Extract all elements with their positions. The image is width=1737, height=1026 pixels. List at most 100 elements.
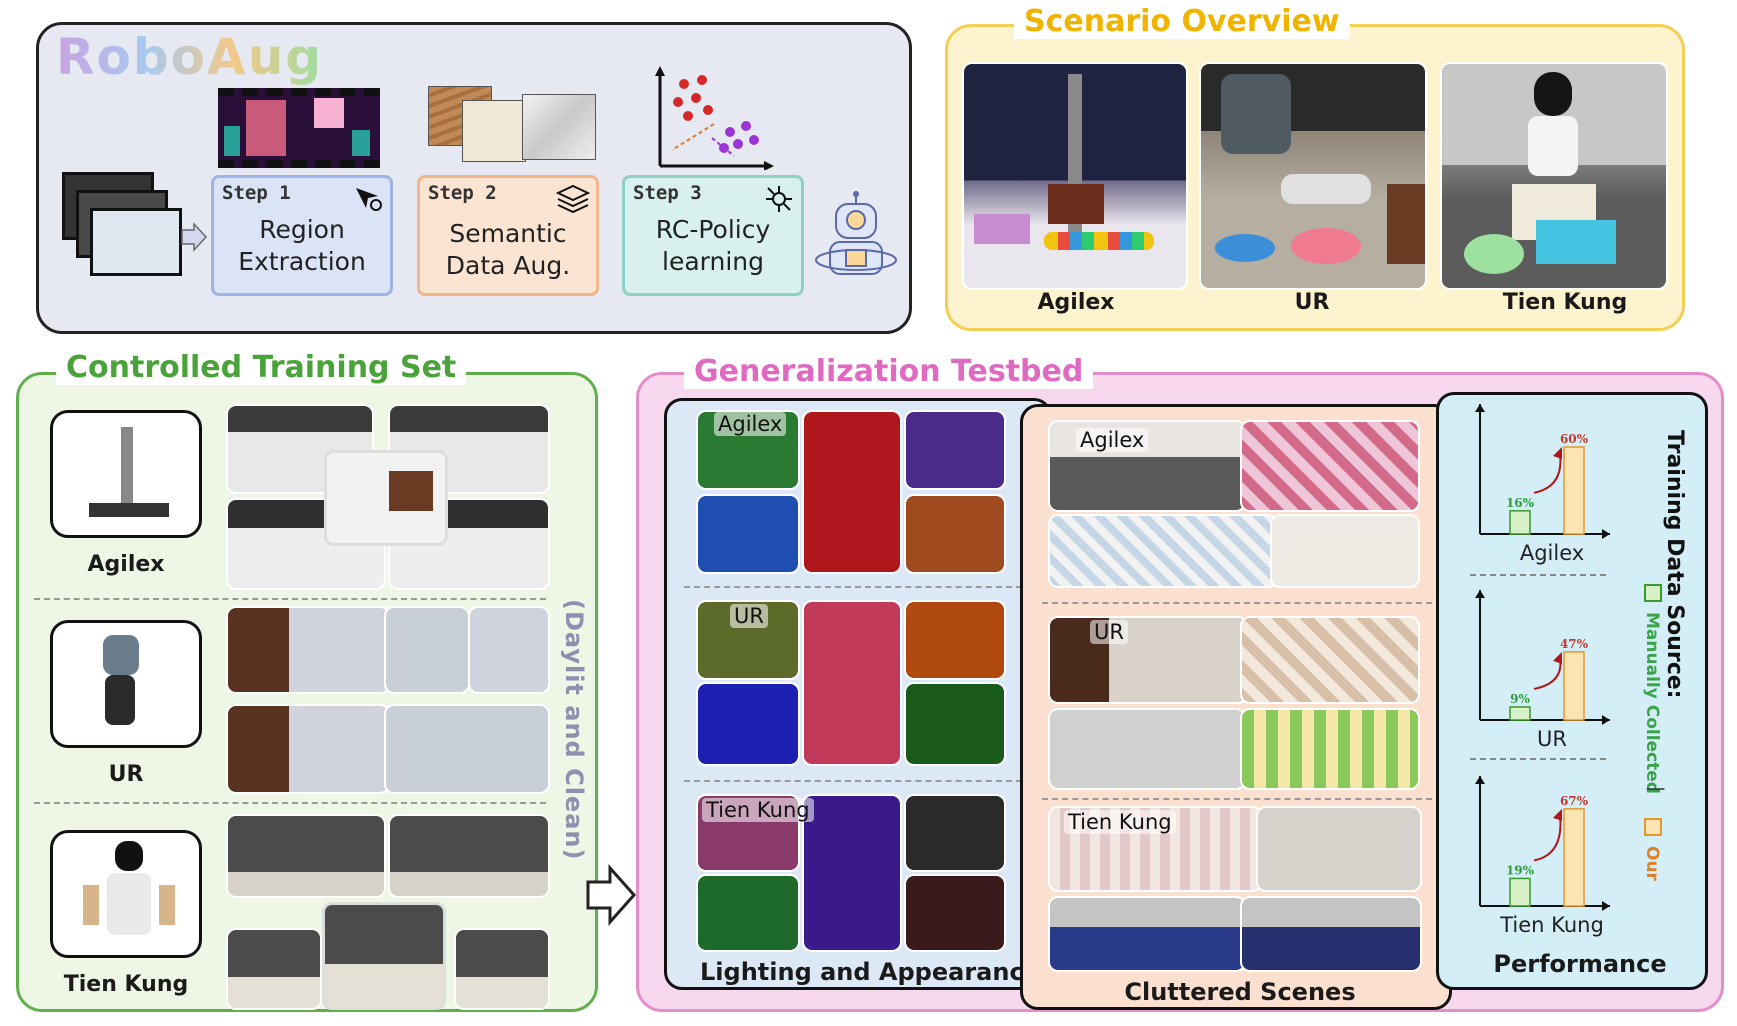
arrow-right-icon [586, 864, 636, 926]
cluttered-agilex-4 [1270, 514, 1420, 588]
lighting-agilex-2 [696, 494, 800, 574]
x-axis-arrow-0 [1602, 529, 1610, 539]
training-tienkung-demo-1 [226, 814, 386, 898]
cluttered-ur-1 [1048, 616, 1248, 704]
cluttered-ur-3 [1048, 708, 1246, 790]
scenario-label-tienkung: Tien Kung [1502, 290, 1628, 315]
bar-1-1 [1563, 651, 1585, 721]
legend-title: Training Data Source: [1662, 430, 1687, 699]
training-agilex-demo-inset [324, 450, 448, 546]
trend-arrow-0 [1533, 452, 1562, 494]
lighting-separator-1 [684, 586, 1022, 588]
bar-2-0 [1509, 877, 1531, 907]
scenario-photo-ur [1199, 62, 1427, 290]
training-tienkung-demo-4 [322, 902, 446, 1010]
lighting-tienkung-2 [696, 874, 800, 952]
training-label-tienkung: Tien Kung [63, 972, 189, 997]
lighting-ur-2 [696, 682, 800, 766]
cluttered-tag-ur: UR [1090, 620, 1128, 644]
training-agilex-demo-1 [226, 404, 374, 494]
scenario-photo-tienkung [1440, 62, 1668, 290]
step1-label: Step 1 [222, 182, 291, 204]
performance-separator-1 [1470, 574, 1606, 576]
lighting-caption: Lighting and Appearance [700, 958, 1040, 986]
training-side-note: (Daylit and Clean) [560, 599, 588, 861]
training-ur-demo-5 [384, 704, 550, 794]
cluttered-tag-agilex: Agilex [1076, 428, 1149, 452]
cursor-gear-icon [356, 188, 382, 211]
lighting-ur-5 [904, 682, 1006, 766]
legend-ours-label: Our [1642, 846, 1662, 881]
bar-label-1-0: 9% [1510, 692, 1530, 706]
trend-arrow-head-2 [1553, 808, 1562, 821]
training-robot-ur [50, 620, 202, 748]
trend-arrow-2 [1533, 814, 1562, 862]
cluttered-tag-tienkung: Tien Kung [1064, 810, 1176, 834]
training-tienkung-demo-5 [454, 928, 550, 1010]
lighting-separator-2 [684, 780, 1022, 782]
scenario-label-agilex: Agilex [1037, 290, 1115, 315]
y-axis-arrow-0 [1475, 404, 1485, 412]
lighting-agilex-5 [904, 494, 1006, 574]
training-robot-agilex [50, 410, 202, 538]
lighting-tag-tienkung: Tien Kung [702, 798, 814, 822]
training-separator-1 [34, 598, 546, 600]
trend-arrow-head-1 [1553, 651, 1562, 664]
training-tienkung-demo-2 [388, 814, 550, 898]
testbed-title: Generalization Testbed [684, 354, 1094, 389]
bar-label-2-0: 19% [1506, 863, 1535, 877]
legend-ours-swatch [1644, 818, 1662, 836]
roboaug-logo: RoboAug [56, 28, 324, 86]
cluttered-tienkung-3 [1048, 896, 1246, 972]
cluttered-ur-2 [1240, 616, 1420, 704]
lighting-agilex-4 [904, 410, 1006, 490]
bar-label-2-1: 67% [1560, 794, 1589, 808]
scenario-title: Scenario Overview [1014, 4, 1350, 39]
y-axis-arrow-1 [1475, 590, 1485, 598]
training-ur-demo-2 [384, 606, 470, 694]
cluttered-separator-2 [1042, 798, 1432, 800]
lighting-tienkung-5 [904, 874, 1006, 952]
training-separator-2 [34, 802, 546, 804]
region-extraction-image [218, 88, 380, 168]
network-icon [766, 186, 792, 212]
layers-icon [556, 184, 590, 214]
bar-label-1-1: 47% [1560, 637, 1589, 651]
training-label-ur: UR [108, 762, 144, 787]
chart-xlabel-1: UR [1537, 727, 1567, 751]
training-ur-demo-1 [226, 606, 390, 694]
lighting-tienkung-3 [802, 794, 902, 952]
trend-arrow-1 [1533, 657, 1562, 690]
cluttered-tienkung-2 [1256, 806, 1422, 892]
x-axis-arrow-1 [1602, 715, 1610, 725]
policy-scatter-icon [655, 66, 774, 170]
cluttered-ur-4 [1240, 708, 1420, 790]
step1-box: Step 1 Region Extraction [211, 175, 393, 296]
cluttered-agilex-2 [1240, 420, 1420, 512]
scenario-label-ur: UR [1294, 290, 1330, 315]
training-agilex-demo-2 [388, 404, 550, 494]
cluttered-separator-1 [1042, 602, 1432, 604]
lighting-tienkung-4 [904, 794, 1006, 872]
bar-0-0 [1509, 510, 1531, 535]
cluttered-caption: Cluttered Scenes [1124, 978, 1356, 1006]
step3-label: Step 3 [633, 182, 702, 204]
bar-label-0-0: 16% [1506, 496, 1535, 510]
bar-0-1 [1563, 446, 1585, 535]
step1-text: Region Extraction [238, 215, 366, 276]
training-robot-tienkung [50, 830, 202, 958]
texture-samples-image [428, 86, 608, 172]
training-ur-demo-4 [226, 704, 390, 794]
legend-manual-swatch [1644, 584, 1662, 602]
x-axis-arrow-2 [1602, 901, 1610, 911]
bar-2-1 [1563, 808, 1585, 907]
input-video-stack [62, 172, 182, 292]
performance-caption: Performance [1493, 950, 1667, 978]
lighting-agilex-3 [802, 410, 902, 574]
training-title: Controlled Training Set [56, 350, 467, 385]
lighting-tag-agilex: Agilex [714, 412, 787, 436]
bar-label-0-1: 60% [1560, 432, 1589, 446]
lighting-ur-3 [802, 600, 902, 766]
trend-arrow-head-0 [1553, 447, 1562, 459]
